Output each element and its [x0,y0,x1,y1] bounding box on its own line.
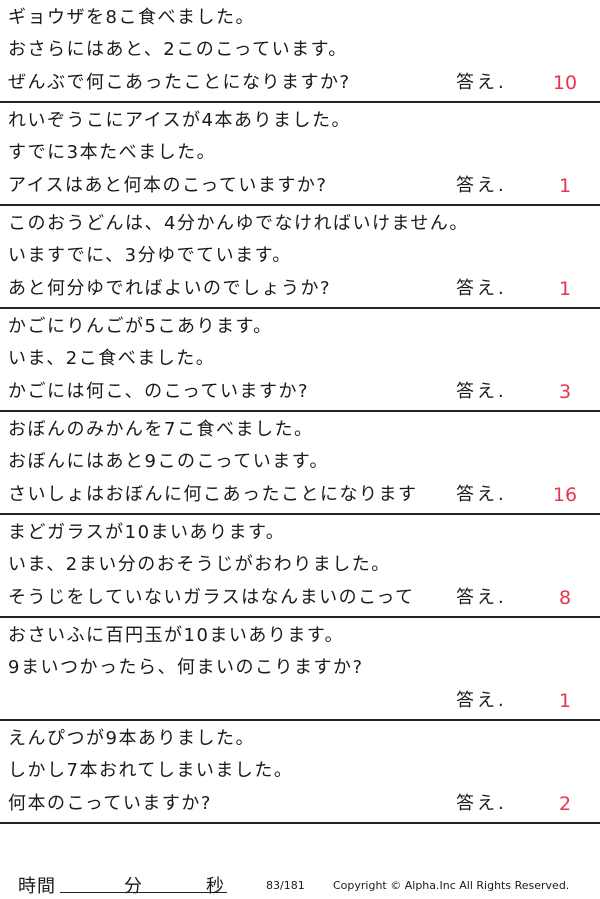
question-line: かごにりんごが5こあります。 [8,316,273,337]
answer-label: 答え. [456,793,507,814]
answer-label: 答え. [456,690,507,711]
question-line: えんぴつが9本ありました。 [8,728,255,749]
answer-value: 8 [558,587,572,609]
problem-2: れいぞうこにアイスが4本ありました。 すでに3本たべました。 アイスはあと何本の… [0,103,600,206]
answer-value: 2 [558,793,572,815]
answer-value: 10 [552,72,578,94]
minutes-blank [60,892,145,893]
problem-1: ギョウザを8こ食べました。 おさらにはあと、2このこっています。 ぜんぶで何こあ… [0,0,600,103]
question-line: このおうどんは、4分かんゆでなければいけません。 [8,213,469,234]
question-line: ギョウザを8こ食べました。 [8,7,255,28]
answer-label: 答え. [456,381,507,402]
question-line: まどガラスが10まいあります。 [8,522,286,543]
question-line: いま、2まい分のおそうじがおわりました。 [8,554,391,575]
answer-value: 1 [558,690,572,712]
question-line: おさいふに百円玉が10まいあります。 [8,625,345,646]
question-line: れいぞうこにアイスが4本ありました。 [8,110,352,131]
problem-5: おぼんのみかんを7こ食べました。 おぼんにはあと9このこっています。 さいしょは… [0,412,600,515]
question-line: ぜんぶで何こあったことになりますか? [8,72,351,93]
question-line: しかし7本おれてしまいました。 [8,760,294,781]
footer: 時間 分 秒 83/181 Copyright © Alpha.Inc All … [0,870,600,897]
answer-label: 答え. [456,72,507,93]
problem-8: えんぴつが9本ありました。 しかし7本おれてしまいました。 何本のこっていますか… [0,721,600,824]
answer-label: 答え. [456,278,507,299]
answer-label: 答え. [456,587,507,608]
minutes-label: 分 [124,876,142,897]
worksheet: ギョウザを8こ食べました。 おさらにはあと、2このこっています。 ぜんぶで何こあ… [0,0,600,824]
answer-value: 1 [558,278,572,300]
answer-label: 答え. [456,484,507,505]
page-number: 83/181 [266,879,305,892]
answer-value: 1 [558,175,572,197]
question-line: そうじをしていないガラスはなんまいのこって [8,587,415,608]
problem-6: まどガラスが10まいあります。 いま、2まい分のおそうじがおわりました。 そうじ… [0,515,600,618]
question-line: 9まいつかったら、何まいのこりますか? [8,657,364,678]
answer-label: 答え. [456,175,507,196]
problem-4: かごにりんごが5こあります。 いま、2こ食べました。 かごには何こ、のこっていま… [0,309,600,412]
question-line: アイスはあと何本のこっていますか? [8,175,328,196]
question-line: かごには何こ、のこっていますか? [8,381,310,402]
question-line: いますでに、3分ゆでています。 [8,245,292,266]
question-line: おぼんのみかんを7こ食べました。 [8,419,314,440]
time-label: 時間 [18,876,56,897]
question-line: さいしょはおぼんに何こあったことになります [8,484,418,505]
question-line: おさらにはあと、2このこっています。 [8,39,348,60]
seconds-blank [145,892,227,893]
copyright-text: Copyright © Alpha.Inc All Rights Reserve… [333,879,570,892]
question-line: すでに3本たべました。 [8,142,217,163]
answer-value: 16 [552,484,578,506]
question-line: あと何分ゆでればよいのでしょうか? [8,278,332,299]
question-line: いま、2こ食べました。 [8,348,216,369]
question-line: 何本のこっていますか? [8,793,212,814]
problem-7: おさいふに百円玉が10まいあります。 9まいつかったら、何まいのこりますか? 答… [0,618,600,721]
seconds-label: 秒 [206,876,224,897]
question-line: おぼんにはあと9このこっています。 [8,451,329,472]
answer-value: 3 [558,381,572,403]
problem-3: このおうどんは、4分かんゆでなければいけません。 いますでに、3分ゆでています。… [0,206,600,309]
